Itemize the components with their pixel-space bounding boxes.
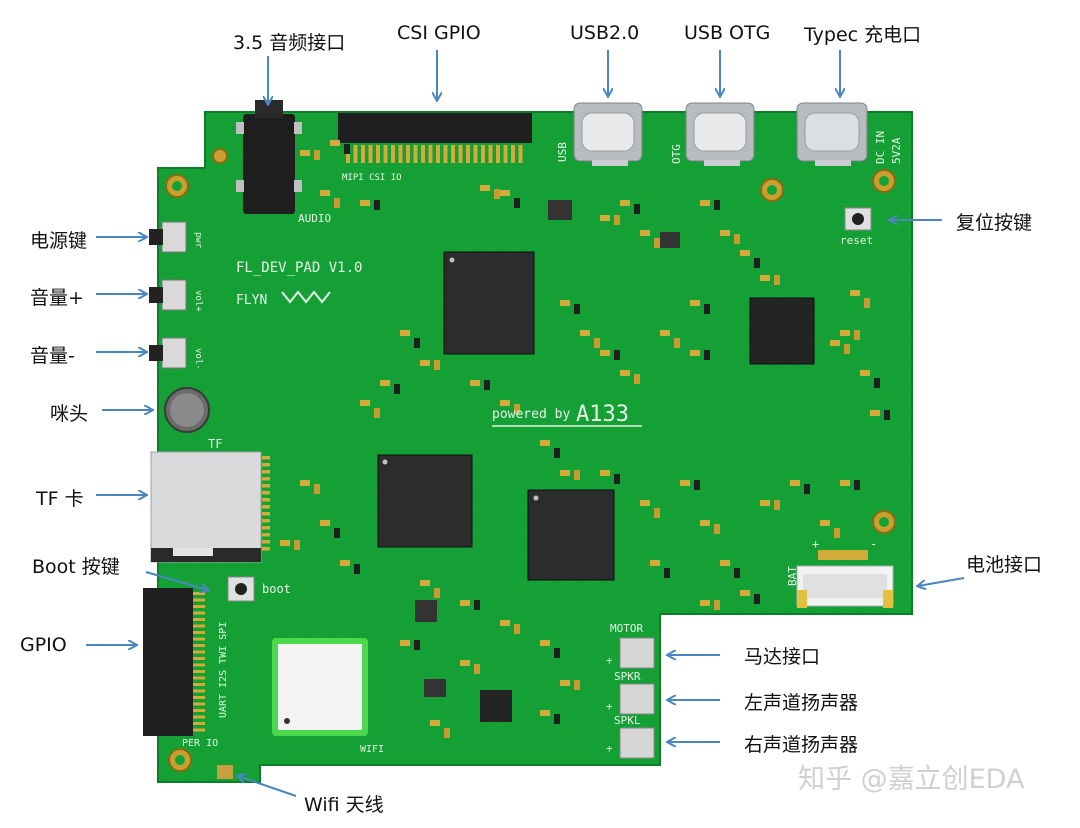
callout-csi-gpio: CSI GPIO	[397, 22, 481, 44]
spkl-plus: +	[606, 742, 613, 755]
silkscreen: FL_DEV_PAD V1.0 FLYN powered by A133 AUD…	[182, 131, 903, 755]
callout-usb20: USB2.0	[570, 22, 640, 44]
microphone-part	[164, 387, 210, 433]
logo-label: FLYN	[236, 293, 267, 308]
pwr-label: pwr	[193, 232, 203, 249]
mipi-label: MIPI CSI IO	[342, 173, 402, 183]
typec-charge-connector	[796, 102, 868, 166]
bat-minus: -	[870, 537, 877, 551]
dc-spec-label: 5V2A	[890, 137, 903, 164]
callout-usb-otg: USB OTG	[684, 22, 771, 44]
bat-label: BAT	[786, 566, 799, 586]
spkr-label: SPKR	[614, 670, 641, 683]
spkr-plus: +	[606, 700, 613, 713]
callout-tf-card: TF 卡	[36, 488, 84, 510]
bus-labels: UART I2S TWI SPI	[218, 622, 229, 718]
callout-typec-charge: Typec 充电口	[804, 24, 922, 46]
watermark: 知乎 @嘉立创EDA	[798, 764, 1025, 795]
smd-components	[280, 140, 890, 738]
audio-jack	[236, 100, 302, 214]
boot-button-part	[227, 576, 255, 602]
motor-label: MOTOR	[610, 622, 643, 635]
usb20-connector	[573, 102, 643, 166]
bat-plus: +	[812, 537, 819, 551]
wifi-module	[217, 638, 368, 779]
callout-motor: 马达接口	[744, 646, 821, 668]
boot-label: boot	[262, 582, 291, 596]
dc-in-label: DC IN	[874, 131, 887, 164]
callout-volume-down: 音量-	[30, 345, 75, 367]
soc-label: A133	[576, 402, 629, 427]
callout-battery: 电池接口	[966, 554, 1043, 576]
board-name-label: FL_DEV_PAD V1.0	[236, 260, 362, 276]
per-io-label: PER IO	[182, 738, 218, 749]
tf-card-slot	[150, 451, 270, 563]
callout-volume-up: 音量+	[30, 287, 84, 309]
callout-right-speaker: 右声道扬声器	[744, 734, 859, 756]
vol-down-label: vol-	[193, 348, 203, 370]
chips	[377, 200, 815, 722]
callout-arrows	[86, 50, 965, 797]
vol-up-label: vol+	[193, 290, 203, 312]
spkl-label: SPKL	[614, 714, 641, 727]
otg-label: OTG	[670, 144, 683, 164]
reset-button-part	[844, 207, 872, 231]
callout-reset-button: 复位按键	[956, 212, 1033, 234]
battery-connector	[796, 550, 894, 608]
usb-label: USB	[556, 142, 569, 162]
csi-connector	[338, 113, 532, 163]
motor-plus: +	[606, 654, 613, 667]
callout-wifi-antenna: Wifi 天线	[304, 794, 384, 816]
callout-audio-jack: 3.5 音频接口	[233, 32, 346, 54]
usb-otg-connector	[685, 102, 755, 166]
gpio-header	[143, 588, 205, 736]
powered-by-label: powered by	[492, 407, 570, 422]
speaker-motor-connectors	[619, 637, 655, 759]
audio-label: AUDIO	[298, 212, 331, 225]
tf-label: TF	[208, 437, 222, 451]
callout-gpio: GPIO	[20, 634, 67, 656]
side-buttons	[161, 221, 187, 369]
callout-microphone: 咪头	[50, 403, 89, 425]
wifi-label: WIFI	[360, 744, 384, 755]
callout-boot-button: Boot 按键	[32, 556, 120, 578]
reset-label: reset	[840, 234, 873, 247]
callout-power-button: 电源键	[30, 230, 88, 252]
callout-left-speaker: 左声道扬声器	[744, 692, 859, 714]
